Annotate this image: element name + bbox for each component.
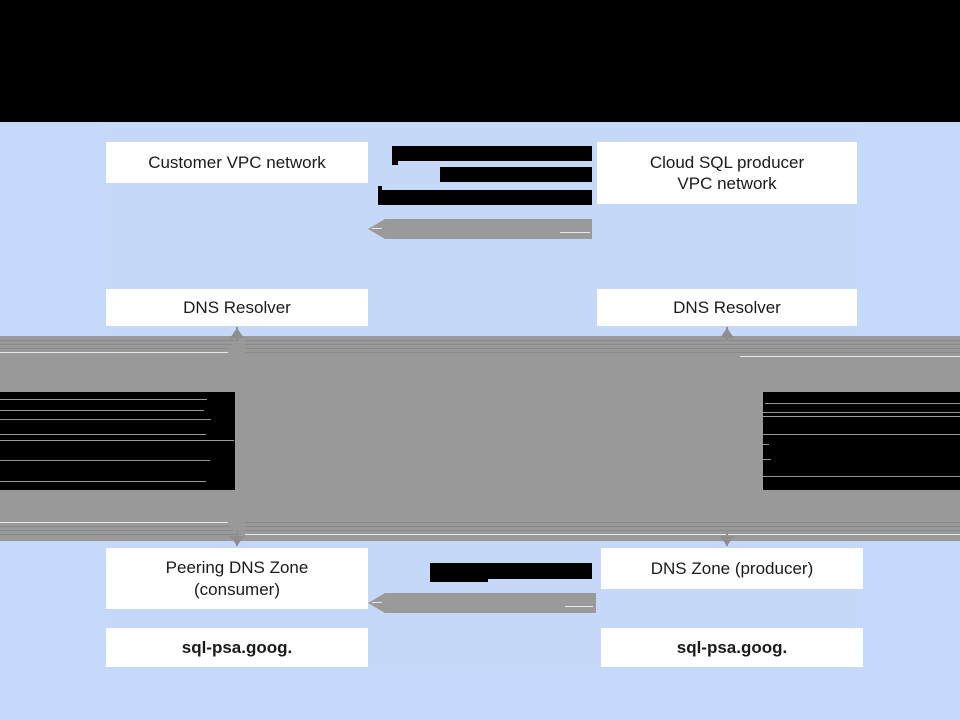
gray-rule [245, 340, 960, 341]
node-peering-dns-zone-label-line2: (consumer) [194, 579, 280, 599]
top-flow-arrow-highlight [372, 228, 382, 229]
node-consumer-dns-resolver[interactable]: DNS Resolver [106, 289, 368, 326]
gray-rule [0, 348, 229, 349]
top-redaction-band [0, 0, 960, 122]
top-flow-arrow-head [368, 219, 385, 239]
redacted-line [757, 434, 960, 435]
node-producer-vpc-label-line2: VPC network [677, 174, 777, 193]
node-producer-dns-resolver-label: DNS Resolver [673, 297, 781, 317]
redacted-text-left-block-upper [0, 392, 235, 440]
redacted-line [0, 481, 206, 482]
gray-rule [0, 534, 235, 535]
node-producer-dns-zone[interactable]: DNS Zone (producer) [601, 548, 863, 589]
gray-rule [0, 340, 235, 341]
node-consumer-dns-record[interactable]: sql-psa.goog. [106, 628, 368, 667]
redacted-line [0, 434, 206, 435]
redacted-text-bottom-1 [430, 563, 592, 579]
redacted-text-sliver [430, 579, 488, 582]
node-producer-dns-zone-label: DNS Zone (producer) [650, 558, 814, 578]
gray-rule [0, 526, 230, 527]
redacted-text-sliver [392, 161, 398, 165]
bottom-flow-arrow-shaft [385, 593, 596, 613]
gray-rule-light [740, 356, 960, 357]
producer-resolver-connector-arrowhead-up [720, 328, 734, 338]
redacted-text-top-1 [392, 146, 592, 161]
node-producer-vpc-label-line1: Cloud SQL producer [649, 152, 805, 172]
node-peering-dns-zone-label-line1: Peering DNS Zone [165, 558, 309, 578]
redacted-text-top-2 [440, 167, 592, 182]
redacted-line [765, 403, 960, 404]
redacted-line [763, 459, 771, 460]
redacted-line [0, 419, 211, 420]
node-producer-vpc[interactable]: Cloud SQL producer VPC network [597, 142, 857, 204]
redacted-line [763, 444, 769, 445]
redacted-line [763, 476, 960, 477]
redacted-text-right-block-lower [763, 440, 960, 490]
node-consumer-dns-record-label: sql-psa.goog. [181, 637, 293, 657]
redacted-line [757, 416, 960, 417]
gray-rule [245, 522, 960, 523]
bottom-flow-arrow-head [368, 593, 385, 613]
redacted-text-top-3 [378, 190, 592, 205]
gray-rule-light [245, 534, 960, 535]
redacted-line [0, 410, 204, 411]
gray-rule-light [0, 522, 228, 523]
redacted-line [0, 460, 210, 461]
bottom-flow-arrow-highlight [565, 606, 593, 607]
gray-rule [245, 344, 960, 345]
node-peering-dns-zone[interactable]: Peering DNS Zone (consumer) [106, 548, 368, 609]
top-flow-arrow-shaft [385, 219, 592, 239]
consumer-resolver-connector-arrowhead-up [230, 328, 244, 338]
redacted-text-sliver [378, 186, 382, 191]
gray-rule [0, 344, 232, 345]
gray-rule [245, 352, 960, 353]
node-producer-dns-record-label: sql-psa.goog. [676, 637, 788, 657]
redacted-text-left-block-lower [0, 440, 235, 490]
top-flow-arrow-highlight [560, 232, 590, 233]
gray-rule [245, 348, 960, 349]
redacted-line [757, 412, 960, 413]
producer-zone-connector-arrowhead-down [720, 536, 734, 546]
node-producer-dns-resolver[interactable]: DNS Resolver [597, 289, 857, 326]
gray-rule [0, 530, 233, 531]
redacted-line [0, 399, 207, 400]
node-producer-dns-record[interactable]: sql-psa.goog. [601, 628, 863, 667]
node-customer-vpc[interactable]: Customer VPC network [106, 142, 368, 183]
bottom-flow-arrow-highlight [372, 602, 382, 603]
node-customer-vpc-label: Customer VPC network [148, 152, 326, 172]
gray-rule [245, 530, 960, 531]
consumer-zone-connector-arrowhead-down [230, 536, 244, 546]
node-consumer-dns-resolver-label: DNS Resolver [183, 297, 291, 317]
gray-rule-light [0, 352, 228, 353]
gray-rule [245, 526, 960, 527]
redacted-line [0, 440, 234, 441]
